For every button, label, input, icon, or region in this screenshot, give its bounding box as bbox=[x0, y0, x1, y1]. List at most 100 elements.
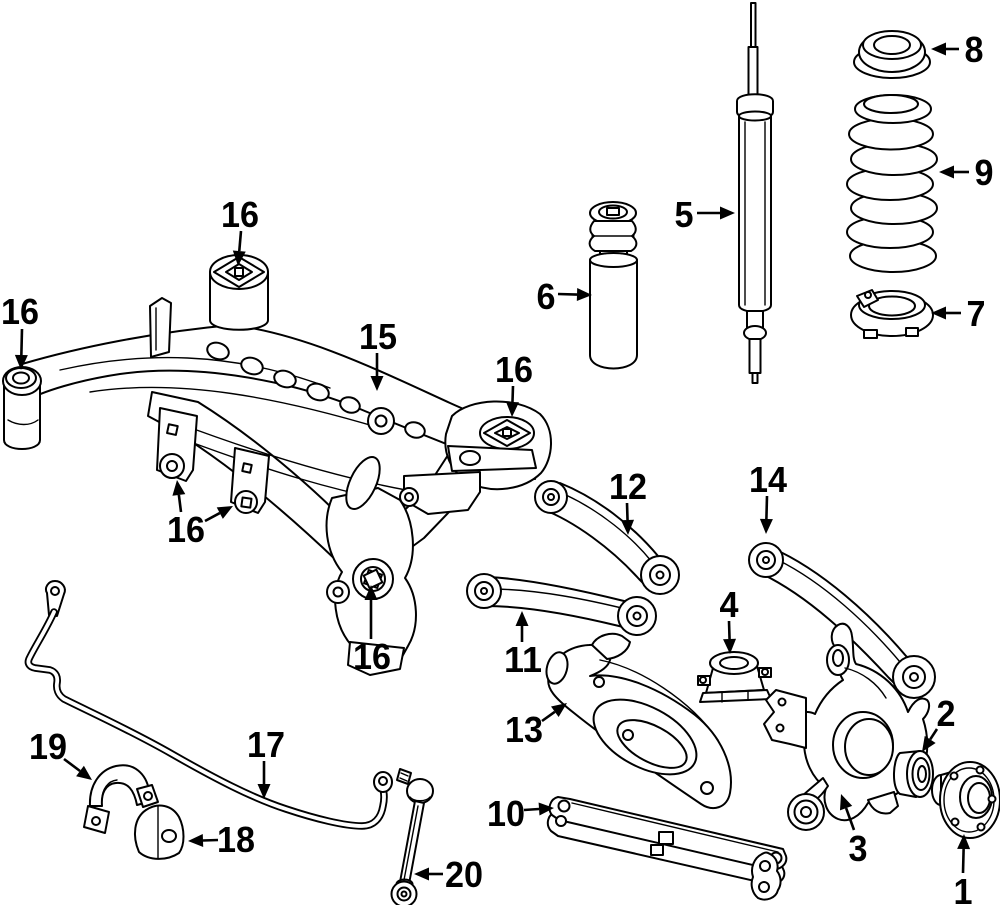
callout-number-label: 4 bbox=[720, 584, 739, 625]
callout-arrowhead-icon bbox=[551, 703, 567, 718]
callout-number-label: 16 bbox=[353, 636, 391, 677]
callout-arrow-line bbox=[204, 511, 221, 523]
callout-19-20: 19 bbox=[29, 726, 92, 780]
callout-4-13: 4 bbox=[720, 584, 739, 654]
callout-13-15: 13 bbox=[505, 703, 567, 750]
callout-number-label: 19 bbox=[29, 726, 67, 767]
callout-arrowhead-icon bbox=[364, 585, 378, 600]
callout-number-label: 13 bbox=[505, 709, 543, 750]
callout-number-label: 16 bbox=[495, 349, 533, 390]
callout-arrowhead-icon bbox=[723, 638, 737, 654]
callout-arrowhead-icon bbox=[172, 480, 186, 496]
callout-arrowhead-icon bbox=[922, 735, 936, 752]
callout-number-label: 1 bbox=[954, 871, 973, 905]
callout-6-7: 6 bbox=[537, 276, 592, 317]
stabilizer-bracket-drawing bbox=[83, 764, 159, 834]
stabilizer-bushing-drawing bbox=[133, 804, 185, 860]
callout-2-17: 2 bbox=[922, 693, 956, 752]
callout-arrow-line bbox=[929, 728, 939, 741]
callout-number-label: 7 bbox=[967, 293, 986, 334]
callout-arrowhead-icon bbox=[515, 611, 529, 626]
small-bracket-drawing bbox=[750, 851, 782, 901]
callout-arrow-line bbox=[20, 328, 24, 356]
callout-number-label: 20 bbox=[445, 854, 483, 895]
callout-arrow-line bbox=[202, 838, 219, 842]
callout-14-14: 14 bbox=[749, 459, 787, 534]
callout-10-16: 10 bbox=[487, 793, 554, 834]
callout-16-1: 16 bbox=[221, 194, 259, 266]
callout-17-21: 17 bbox=[247, 724, 285, 799]
callout-11-12: 11 bbox=[504, 611, 542, 680]
guide-link-drawing bbox=[466, 573, 657, 636]
callout-16-3: 16 bbox=[495, 349, 533, 417]
callout-number-label: 12 bbox=[609, 466, 647, 507]
callout-arrowhead-icon bbox=[257, 784, 271, 799]
upper-control-arm-drawing bbox=[534, 480, 680, 595]
callout-arrow-line bbox=[63, 757, 81, 773]
callout-16-0: 16 bbox=[1, 291, 39, 370]
callout-number-label: 9 bbox=[975, 152, 994, 193]
callout-number-label: 10 bbox=[487, 793, 525, 834]
callout-arrowhead-icon bbox=[576, 288, 592, 302]
callout-5-6: 5 bbox=[675, 194, 735, 235]
callout-number-label: 14 bbox=[749, 459, 787, 500]
callout-arrow-line bbox=[727, 620, 731, 640]
callout-number-label: 11 bbox=[504, 639, 542, 680]
callout-20-23: 20 bbox=[414, 854, 483, 895]
rear-subframe-drawing bbox=[2, 254, 552, 676]
callout-arrowhead-icon bbox=[839, 794, 853, 811]
callout-12-11: 12 bbox=[609, 466, 647, 535]
wheel-bearing-drawing bbox=[893, 750, 934, 798]
callout-arrowhead-icon bbox=[931, 42, 946, 56]
callout-arrowhead-icon bbox=[216, 506, 233, 519]
shock-dust-boot-drawing bbox=[588, 201, 638, 370]
callout-arrowhead-icon bbox=[76, 765, 92, 780]
callout-arrow-line bbox=[237, 230, 243, 252]
callout-number-label: 18 bbox=[217, 819, 255, 860]
toe-link-drawing bbox=[748, 542, 936, 699]
callout-1-19: 1 bbox=[954, 834, 973, 905]
callout-arrowhead-icon bbox=[759, 518, 773, 534]
callout-7-10: 7 bbox=[931, 293, 986, 334]
callout-arrow-line bbox=[557, 292, 578, 296]
callout-arrowhead-icon bbox=[188, 834, 204, 847]
callout-16-4: 16 bbox=[167, 480, 233, 550]
upper-spring-pad-drawing bbox=[853, 30, 931, 79]
callout-arrowhead-icon bbox=[957, 834, 971, 850]
callout-arrowhead-icon bbox=[370, 376, 384, 391]
callout-number-label: 3 bbox=[849, 828, 868, 869]
callout-number-label: 5 bbox=[675, 194, 694, 235]
callout-arrow-line bbox=[844, 807, 856, 831]
callout-arrowhead-icon bbox=[414, 867, 429, 881]
callout-number-label: 16 bbox=[167, 509, 205, 550]
coil-spring-drawing bbox=[846, 94, 938, 273]
callout-arrowhead-icon bbox=[621, 519, 635, 535]
callout-number-label: 8 bbox=[965, 29, 984, 70]
lower-control-arm-drawing bbox=[545, 632, 732, 809]
callout-number-label: 6 bbox=[537, 276, 556, 317]
wheel-hub-drawing bbox=[931, 761, 1000, 839]
callout-arrow-line bbox=[177, 494, 183, 513]
callout-number-label: 17 bbox=[247, 724, 285, 765]
callout-arrowhead-icon bbox=[939, 165, 954, 179]
callout-9-9: 9 bbox=[939, 152, 994, 193]
callout-arrow-line bbox=[765, 495, 769, 520]
callout-number-label: 16 bbox=[1, 291, 39, 332]
callout-arrowhead-icon bbox=[931, 306, 946, 320]
callout-arrow-line bbox=[511, 385, 515, 403]
stabilizer-link-drawing bbox=[390, 768, 434, 905]
callout-3-18: 3 bbox=[839, 794, 868, 869]
callout-number-label: 16 bbox=[221, 194, 259, 235]
callout-arrowhead-icon bbox=[720, 206, 735, 220]
callout-arrow-line bbox=[523, 807, 540, 812]
shock-absorber-drawing bbox=[736, 2, 774, 384]
callout-arrowhead-icon bbox=[505, 401, 519, 417]
callout-arrowhead-icon bbox=[14, 354, 28, 370]
callout-18-22: 18 bbox=[188, 819, 255, 860]
callout-number-label: 2 bbox=[937, 693, 956, 734]
callout-number-label: 15 bbox=[359, 316, 397, 357]
callout-arrowhead-icon bbox=[232, 250, 246, 266]
callout-arrow-line bbox=[541, 710, 556, 723]
callout-15-2: 15 bbox=[359, 316, 397, 391]
